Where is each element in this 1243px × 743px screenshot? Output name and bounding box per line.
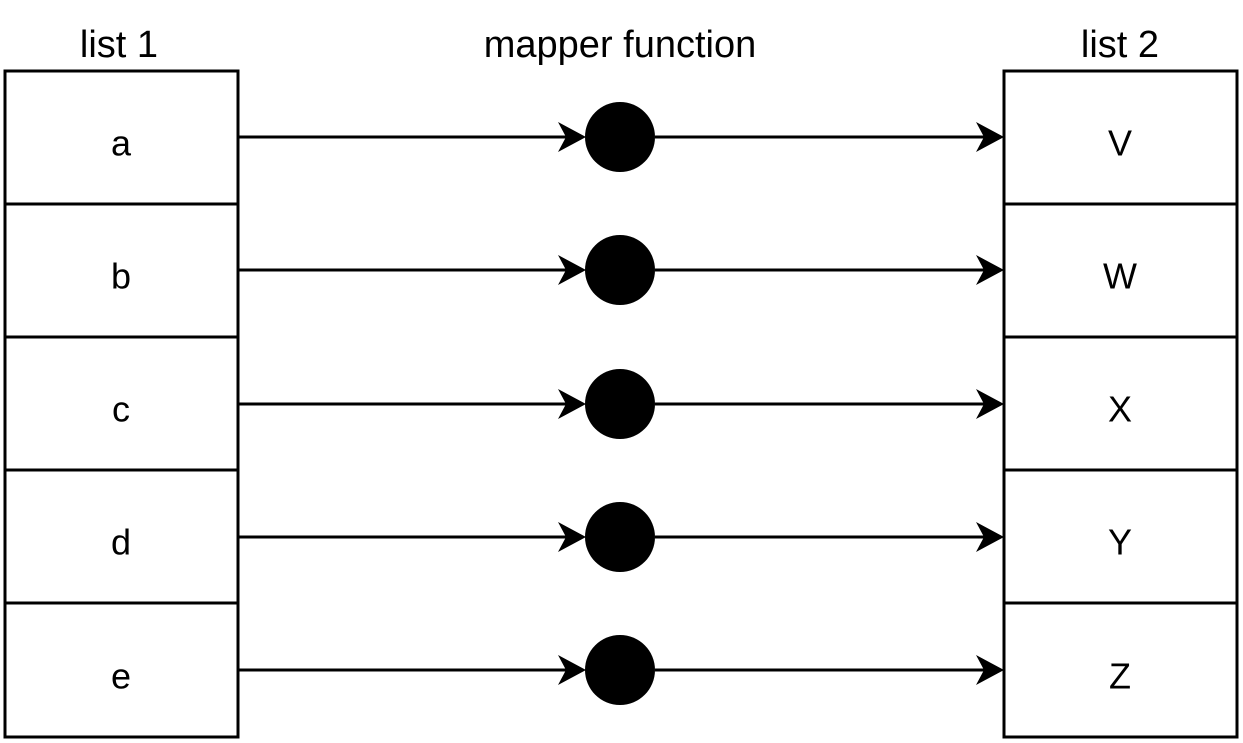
list1-item: d: [111, 522, 131, 563]
mapping-row: d Y: [3, 468, 1239, 605]
list1-item: c: [112, 389, 130, 430]
mapper-node: [585, 235, 655, 305]
mapping-row: a V: [3, 69, 1239, 206]
output-arrowhead: [976, 255, 1004, 285]
mapping-row: e Z: [3, 601, 1239, 739]
mapper-node: [585, 502, 655, 572]
list1-cell: [3, 69, 240, 206]
input-arrowhead: [558, 389, 586, 419]
input-arrowhead: [558, 255, 586, 285]
list2-item: Y: [1108, 522, 1132, 563]
list2-item: Z: [1109, 656, 1131, 697]
list2-cell: [1002, 601, 1239, 739]
output-arrowhead: [976, 122, 1004, 152]
mapper-node: [585, 102, 655, 172]
output-arrowhead: [976, 522, 1004, 552]
list1-cell: [3, 202, 240, 339]
list1-item: a: [111, 123, 132, 164]
input-arrowhead: [558, 522, 586, 552]
mapper-function-heading: mapper function: [484, 24, 757, 66]
mapper-node: [585, 635, 655, 705]
list1-item: b: [111, 256, 131, 297]
mapper-node: [585, 369, 655, 439]
list1-cell: [3, 601, 240, 739]
list2-heading: list 2: [1081, 24, 1159, 66]
list1-cell: [3, 468, 240, 605]
list1-item: e: [111, 656, 131, 697]
list2-item: X: [1108, 389, 1132, 430]
list2-item: W: [1103, 256, 1137, 297]
list1-heading: list 1: [80, 24, 158, 66]
output-arrowhead: [976, 655, 1004, 685]
list2-cell: [1002, 202, 1239, 339]
output-arrowhead: [976, 389, 1004, 419]
input-arrowhead: [558, 122, 586, 152]
mapping-row: c X: [3, 335, 1239, 472]
mapping-row: b W: [3, 202, 1239, 339]
list2-item: V: [1108, 123, 1132, 164]
input-arrowhead: [558, 655, 586, 685]
